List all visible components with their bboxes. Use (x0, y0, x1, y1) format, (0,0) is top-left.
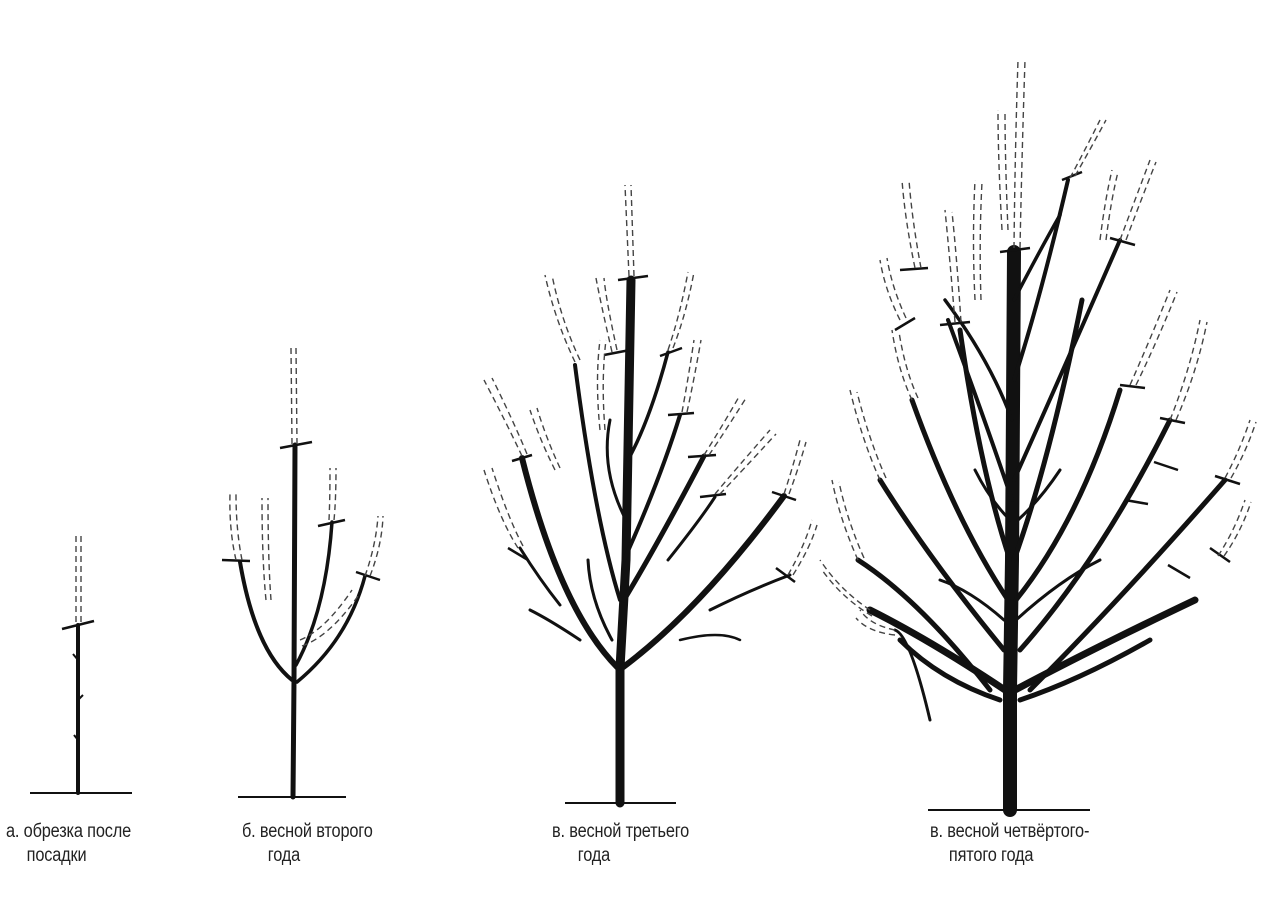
trunk-b (290, 442, 298, 800)
cut-mark-b1 (221, 558, 251, 563)
tree-stage-d (819, 59, 1257, 817)
caption-stage-c: в. весной третьего года (552, 820, 689, 868)
branch-b-mid (294, 520, 334, 667)
caption-stage-c-line2: года (577, 845, 611, 866)
caption-stage-d-line2: пятого года (948, 845, 1034, 866)
cut-mark-a (61, 619, 95, 631)
scaffold-branches-d (855, 178, 1228, 722)
caption-stage-b-line2: года (267, 845, 301, 866)
caption-stage-a: а. обрезка после посадки (6, 820, 131, 868)
cut-mark-b3 (317, 518, 346, 528)
tree-stage-b (221, 347, 384, 800)
caption-stage-b: б. весной второго года (242, 820, 373, 868)
pruned-parts-c (483, 184, 818, 576)
scaffold-branches-c (518, 350, 792, 671)
caption-stage-b-line1: б. весной второго (242, 821, 373, 842)
pruned-parts-d (819, 59, 1257, 636)
cut-marks-d (894, 170, 1241, 580)
pruned-parts-b (229, 347, 384, 647)
cut-mark-b2 (279, 440, 313, 450)
tree-stage-a (30, 535, 132, 795)
branch-b-left (238, 560, 294, 682)
caption-stage-d-line1: в. весной четвёртого- (930, 821, 1090, 842)
branch-b-right (295, 574, 367, 684)
pruned-part-a (75, 535, 82, 622)
caption-stage-a-line1: а. обрезка после (6, 821, 132, 842)
cut-marks-c (507, 274, 797, 584)
cut-mark-b4 (355, 570, 381, 582)
tree-stage-c (483, 184, 818, 808)
caption-stage-a-line2: посадки (26, 845, 87, 866)
bud-a (72, 653, 84, 741)
trunk-c (615, 275, 636, 808)
caption-stage-d: в. весной четвёртого- пятого года (930, 820, 1089, 868)
trunk-d (1003, 245, 1021, 817)
caption-stage-c-line1: в. весной третьего (552, 821, 690, 842)
